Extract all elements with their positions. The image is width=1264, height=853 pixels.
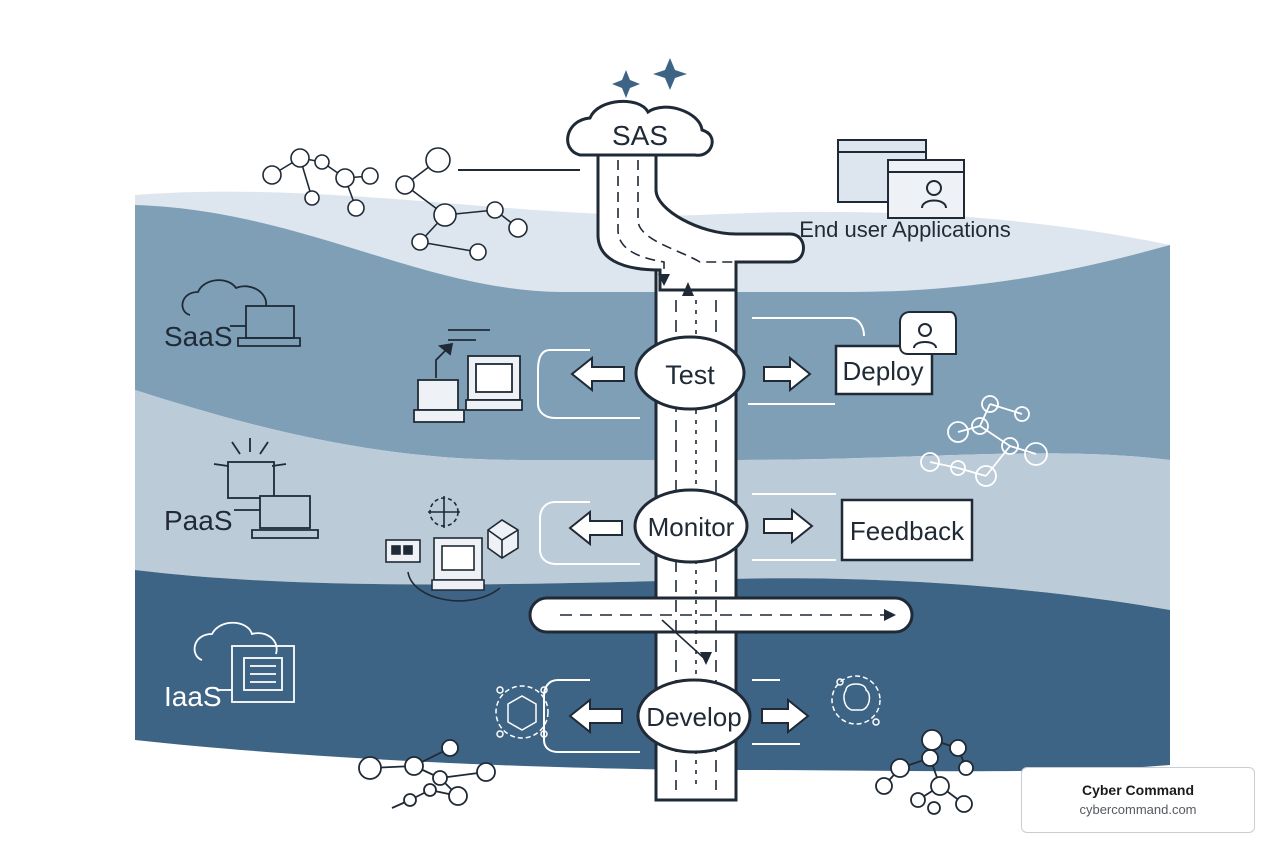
test-left-arrow [570,355,625,393]
test-stage-node [634,335,746,411]
test-row-connectors [537,317,865,419]
brand-url[interactable]: cybercommand.com [1079,802,1197,817]
brand-badge: Cyber Command cybercommand.com [1021,767,1255,833]
end-user-applications-label: End user Applications [799,217,1011,242]
develop-label: Develop [646,702,741,732]
code-cube-icon [495,685,549,739]
saas-label: SaaS [164,321,233,352]
sas-cloud [566,99,714,157]
paas-label: PaaS [164,505,233,536]
top-pipe [596,148,805,292]
cloud-laptop-icon [181,279,301,347]
develop-left-arrow [568,697,623,735]
application-windows-icon [837,139,965,219]
brand-title: Cyber Command [1081,782,1195,798]
network-icon-right-top [920,395,1048,487]
feedback-label: Feedback [850,516,965,546]
flow-arrows [658,274,896,665]
sparkle-icon [612,58,687,98]
deploy-label: Deploy [843,356,924,386]
network-icon-bottom-right [875,729,974,815]
computer-upload-icon [413,329,523,423]
monitor-right-arrow [763,507,814,545]
monitoring-devices-icon [385,496,519,602]
monitor-label: Monitor [648,512,735,542]
saas-layer [135,205,1170,460]
test-label: Test [665,360,715,390]
computers-icon [213,438,319,539]
user-avatar-icon [899,311,957,355]
network-icon-bottom-left [358,739,496,809]
develop-right-arrow [761,697,810,735]
develop-stage-node [636,678,752,754]
monitor-left-arrow [568,509,623,547]
monitor-stage-node [633,488,749,564]
network-icon-top-left [262,147,528,261]
monitor-row-connectors [539,493,836,565]
cloud-server-icon [193,621,295,703]
develop-row-connectors [543,679,800,753]
feedback-box: Feedback [840,498,974,562]
deploy-box: Deploy [834,344,934,396]
brain-icon [831,675,881,726]
test-right-arrow [763,355,812,393]
iaas-label: IaaS [164,681,222,712]
sas-label: SAS [612,120,668,151]
